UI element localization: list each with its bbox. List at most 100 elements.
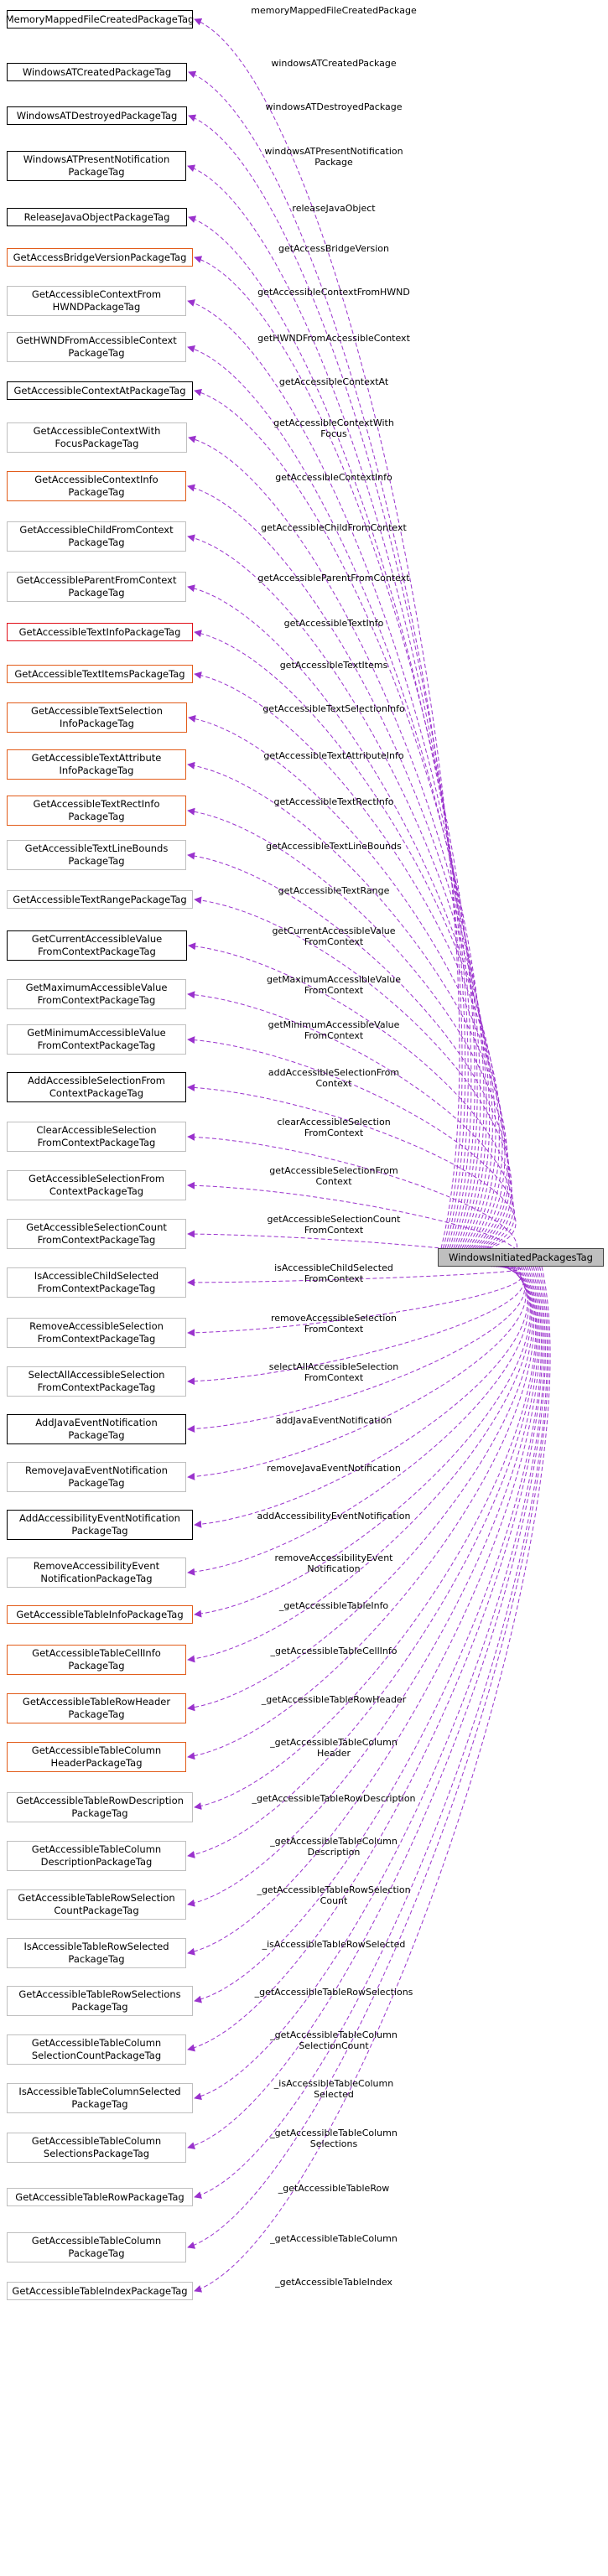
- edge-24: [187, 1133, 517, 1267]
- edge-label: removeAccessibilityEvent Notification: [274, 1552, 393, 1574]
- edge-10: [187, 484, 491, 1249]
- edge-32: [194, 1266, 528, 1528]
- node-get-accessible-text-selection-info-package-tag[interactable]: GetAccessibleTextSelection InfoPackageTa…: [7, 702, 187, 733]
- node-get-accessible-table-row-description-package-tag[interactable]: GetAccessibleTableRowDescription Package…: [7, 1792, 193, 1822]
- edge-label: addAccessibilityEventNotification: [257, 1511, 411, 1521]
- edge-label: windowsATDestroyedPackage: [265, 101, 403, 112]
- edge-label: getAccessibleTextLineBounds: [266, 841, 402, 852]
- node-add-accessibility-event-notification-package-tag[interactable]: AddAccessibilityEventNotification Packag…: [7, 1510, 193, 1540]
- edge-46: [194, 1266, 548, 2199]
- edge-23: [187, 1083, 517, 1249]
- node-add-accessible-selection-from-context-package-tag[interactable]: AddAccessibleSelectionFrom ContextPackag…: [7, 1072, 186, 1102]
- node-get-accessible-text-range-package-tag[interactable]: GetAccessibleTextRangePackageTag: [7, 890, 193, 909]
- node-remove-accessible-selection-from-context-package-tag[interactable]: RemoveAccessibleSelection FromContextPac…: [7, 1318, 186, 1348]
- edge-label: getHWNDFromAccessibleContext: [257, 333, 410, 344]
- node-get-accessible-table-info-package-tag[interactable]: GetAccessibleTableInfoPackageTag: [7, 1605, 193, 1624]
- node-get-accessible-selection-count-from-context-package-tag[interactable]: GetAccessibleSelectionCount FromContextP…: [7, 1219, 186, 1249]
- node-get-accessible-table-column-description-package-tag[interactable]: GetAccessibleTableColumn DescriptionPack…: [7, 1841, 186, 1871]
- node-get-hwndfrom-accessible-context-package-tag[interactable]: GetHWNDFromAccessibleContext PackageTag: [7, 332, 186, 362]
- edge-44: [194, 1266, 545, 2101]
- node-get-maximum-accessible-value-from-context-package-tag[interactable]: GetMaximumAccessibleValue FromContextPac…: [7, 979, 186, 1009]
- node-get-accessible-table-column-header-package-tag[interactable]: GetAccessibleTableColumn HeaderPackageTa…: [7, 1742, 186, 1772]
- node-windows-atpresent-notification-package-tag[interactable]: WindowsATPresentNotification PackageTag: [7, 151, 186, 181]
- node-get-accessible-text-attribute-info-package-tag[interactable]: GetAccessibleTextAttribute InfoPackageTa…: [7, 749, 186, 780]
- edge-20: [188, 942, 513, 1249]
- node-is-accessible-child-selected-from-context-package-tag[interactable]: IsAccessibleChildSelected FromContextPac…: [7, 1267, 186, 1298]
- node-is-accessible-table-row-selected-package-tag[interactable]: IsAccessibleTableRowSelected PackageTag: [7, 1938, 186, 1968]
- node-get-accessible-table-row-package-tag[interactable]: GetAccessibleTableRowPackageTag: [7, 2188, 193, 2206]
- edge-label: getAccessibleSelectionCount FromContext: [267, 1214, 401, 1236]
- node-get-accessible-context-with-focus-package-tag[interactable]: GetAccessibleContextWith FocusPackageTag: [7, 422, 187, 453]
- edge-42: [194, 1266, 542, 2003]
- node-select-all-accessible-selection-from-context-package-tag[interactable]: SelectAllAccessibleSelection FromContext…: [7, 1366, 186, 1397]
- edge-label: getCurrentAccessibleValue FromContext: [272, 925, 396, 947]
- windows-initiated-packages-tag-node[interactable]: WindowsInitiatedPackagesTag: [438, 1248, 604, 1267]
- edge-30: [187, 1266, 525, 1433]
- edge-label: getAccessibleContextFromHWND: [257, 287, 410, 298]
- node-is-accessible-table-column-selected-package-tag[interactable]: IsAccessibleTableColumnSelected PackageT…: [7, 2083, 193, 2113]
- edge-9: [188, 435, 487, 1249]
- edge-label: _getAccessibleTableColumn SelectionCount: [270, 2029, 398, 2051]
- edge-11: [187, 534, 493, 1249]
- node-remove-java-event-notification-package-tag[interactable]: RemoveJavaEventNotification PackageTag: [7, 1462, 186, 1492]
- edge-label: _getAccessibleTableRowDescription: [252, 1793, 416, 1804]
- edge-19: [194, 896, 512, 1249]
- edge-label: getAccessibleContextWith Focus: [273, 417, 394, 439]
- edge-label: isAccessibleChildSelected FromContext: [274, 1262, 393, 1284]
- node-get-accessible-context-at-package-tag[interactable]: GetAccessibleContextAtPackageTag: [7, 381, 193, 400]
- edge-40: [187, 1266, 539, 1907]
- edge-label: getAccessibleTextRectInfo: [273, 796, 394, 807]
- edge-31: [187, 1266, 527, 1480]
- edge-label: addAccessibleSelectionFrom Context: [268, 1067, 400, 1089]
- edge-12: [187, 584, 496, 1249]
- node-windows-atdestroyed-package-tag[interactable]: WindowsATDestroyedPackageTag: [7, 106, 187, 125]
- node-get-accessible-table-cell-info-package-tag[interactable]: GetAccessibleTableCellInfo PackageTag: [7, 1645, 186, 1675]
- node-get-accessible-table-column-selection-count-package-tag[interactable]: GetAccessibleTableColumn SelectionCountP…: [7, 2034, 186, 2065]
- node-get-accessible-selection-from-context-package-tag[interactable]: GetAccessibleSelectionFrom ContextPackag…: [7, 1170, 186, 1200]
- node-get-accessible-text-line-bounds-package-tag[interactable]: GetAccessibleTextLineBounds PackageTag: [7, 840, 186, 870]
- node-get-accessible-text-items-package-tag[interactable]: GetAccessibleTextItemsPackageTag: [7, 665, 193, 683]
- edge-45: [187, 1266, 546, 2150]
- node-get-accessible-child-from-context-package-tag[interactable]: GetAccessibleChildFromContext PackageTag: [7, 521, 186, 552]
- edge-label: getAccessibleContextAt: [278, 376, 389, 387]
- node-remove-accessibility-event-notification-package-tag[interactable]: RemoveAccessibilityEvent NotificationPac…: [7, 1558, 186, 1588]
- node-clear-accessible-selection-from-context-package-tag[interactable]: ClearAccessibleSelection FromContextPack…: [7, 1122, 186, 1152]
- edge-label: getAccessibleTextRange: [278, 885, 390, 896]
- edge-43: [187, 1266, 543, 2052]
- node-memory-mapped-file-created-package-tag[interactable]: MemoryMappedFileCreatedPackageTag: [6, 10, 194, 29]
- node-get-current-accessible-value-from-context-package-tag[interactable]: GetCurrentAccessibleValue FromContextPac…: [7, 930, 187, 961]
- edge-16: [187, 761, 508, 1249]
- node-release-java-object-package-tag[interactable]: ReleaseJavaObjectPackageTag: [7, 208, 187, 226]
- node-add-java-event-notification-package-tag[interactable]: AddJavaEventNotification PackageTag: [7, 1414, 186, 1444]
- edge-label: _getAccessibleTableInfo: [278, 1600, 389, 1611]
- node-get-accessible-table-row-selection-count-package-tag[interactable]: GetAccessibleTableRowSelection CountPack…: [7, 1889, 186, 1920]
- node-get-accessible-table-row-header-package-tag[interactable]: GetAccessibleTableRowHeader PackageTag: [7, 1693, 186, 1723]
- node-get-accessible-context-from-hwndpackage-tag[interactable]: GetAccessibleContextFrom HWNDPackageTag: [7, 286, 186, 316]
- node-get-accessible-table-index-package-tag[interactable]: GetAccessibleTableIndexPackageTag: [7, 2282, 193, 2300]
- edge-label: getAccessibleTextInfo: [283, 618, 384, 629]
- edge-34: [194, 1266, 531, 1618]
- edge-38: [194, 1266, 537, 1810]
- edge-47: [187, 1266, 549, 2249]
- node-get-accessible-table-row-selections-package-tag[interactable]: GetAccessibleTableRowSelections PackageT…: [7, 1986, 193, 2016]
- edge-label: memoryMappedFileCreatedPackage: [251, 5, 417, 16]
- edge-label: getAccessibleParentFromContext: [257, 573, 410, 583]
- edge-18: [187, 852, 511, 1249]
- node-windows-atcreated-package-tag[interactable]: WindowsATCreatedPackageTag: [7, 63, 187, 81]
- node-get-accessible-context-info-package-tag[interactable]: GetAccessibleContextInfo PackageTag: [7, 471, 186, 501]
- node-get-accessible-parent-from-context-package-tag[interactable]: GetAccessibleParentFromContext PackageTa…: [7, 572, 186, 602]
- node-get-minimum-accessible-value-from-context-package-tag[interactable]: GetMinimumAccessibleValue FromContextPac…: [7, 1024, 186, 1055]
- node-get-accessible-text-rect-info-package-tag[interactable]: GetAccessibleTextRectInfo PackageTag: [7, 796, 186, 826]
- edge-48: [194, 1266, 551, 2293]
- node-get-access-bridge-version-package-tag[interactable]: GetAccessBridgeVersionPackageTag: [7, 248, 193, 267]
- edge-39: [187, 1266, 538, 1858]
- edge-label: removeAccessibleSelection FromContext: [271, 1313, 397, 1335]
- edge-label: _getAccessibleTableColumn Selections: [270, 2128, 398, 2149]
- edge-label: _getAccessibleTableRowHeader: [261, 1694, 407, 1705]
- node-get-accessible-table-column-selections-package-tag[interactable]: GetAccessibleTableColumn SelectionsPacka…: [7, 2133, 186, 2163]
- edge-33: [187, 1266, 529, 1576]
- edge-label: selectAllAccessibleSelection FromContext: [268, 1361, 399, 1383]
- node-get-accessible-table-column-package-tag[interactable]: GetAccessibleTableColumn PackageTag: [7, 2232, 186, 2262]
- node-get-accessible-text-info-package-tag[interactable]: GetAccessibleTextInfoPackageTag: [7, 623, 193, 641]
